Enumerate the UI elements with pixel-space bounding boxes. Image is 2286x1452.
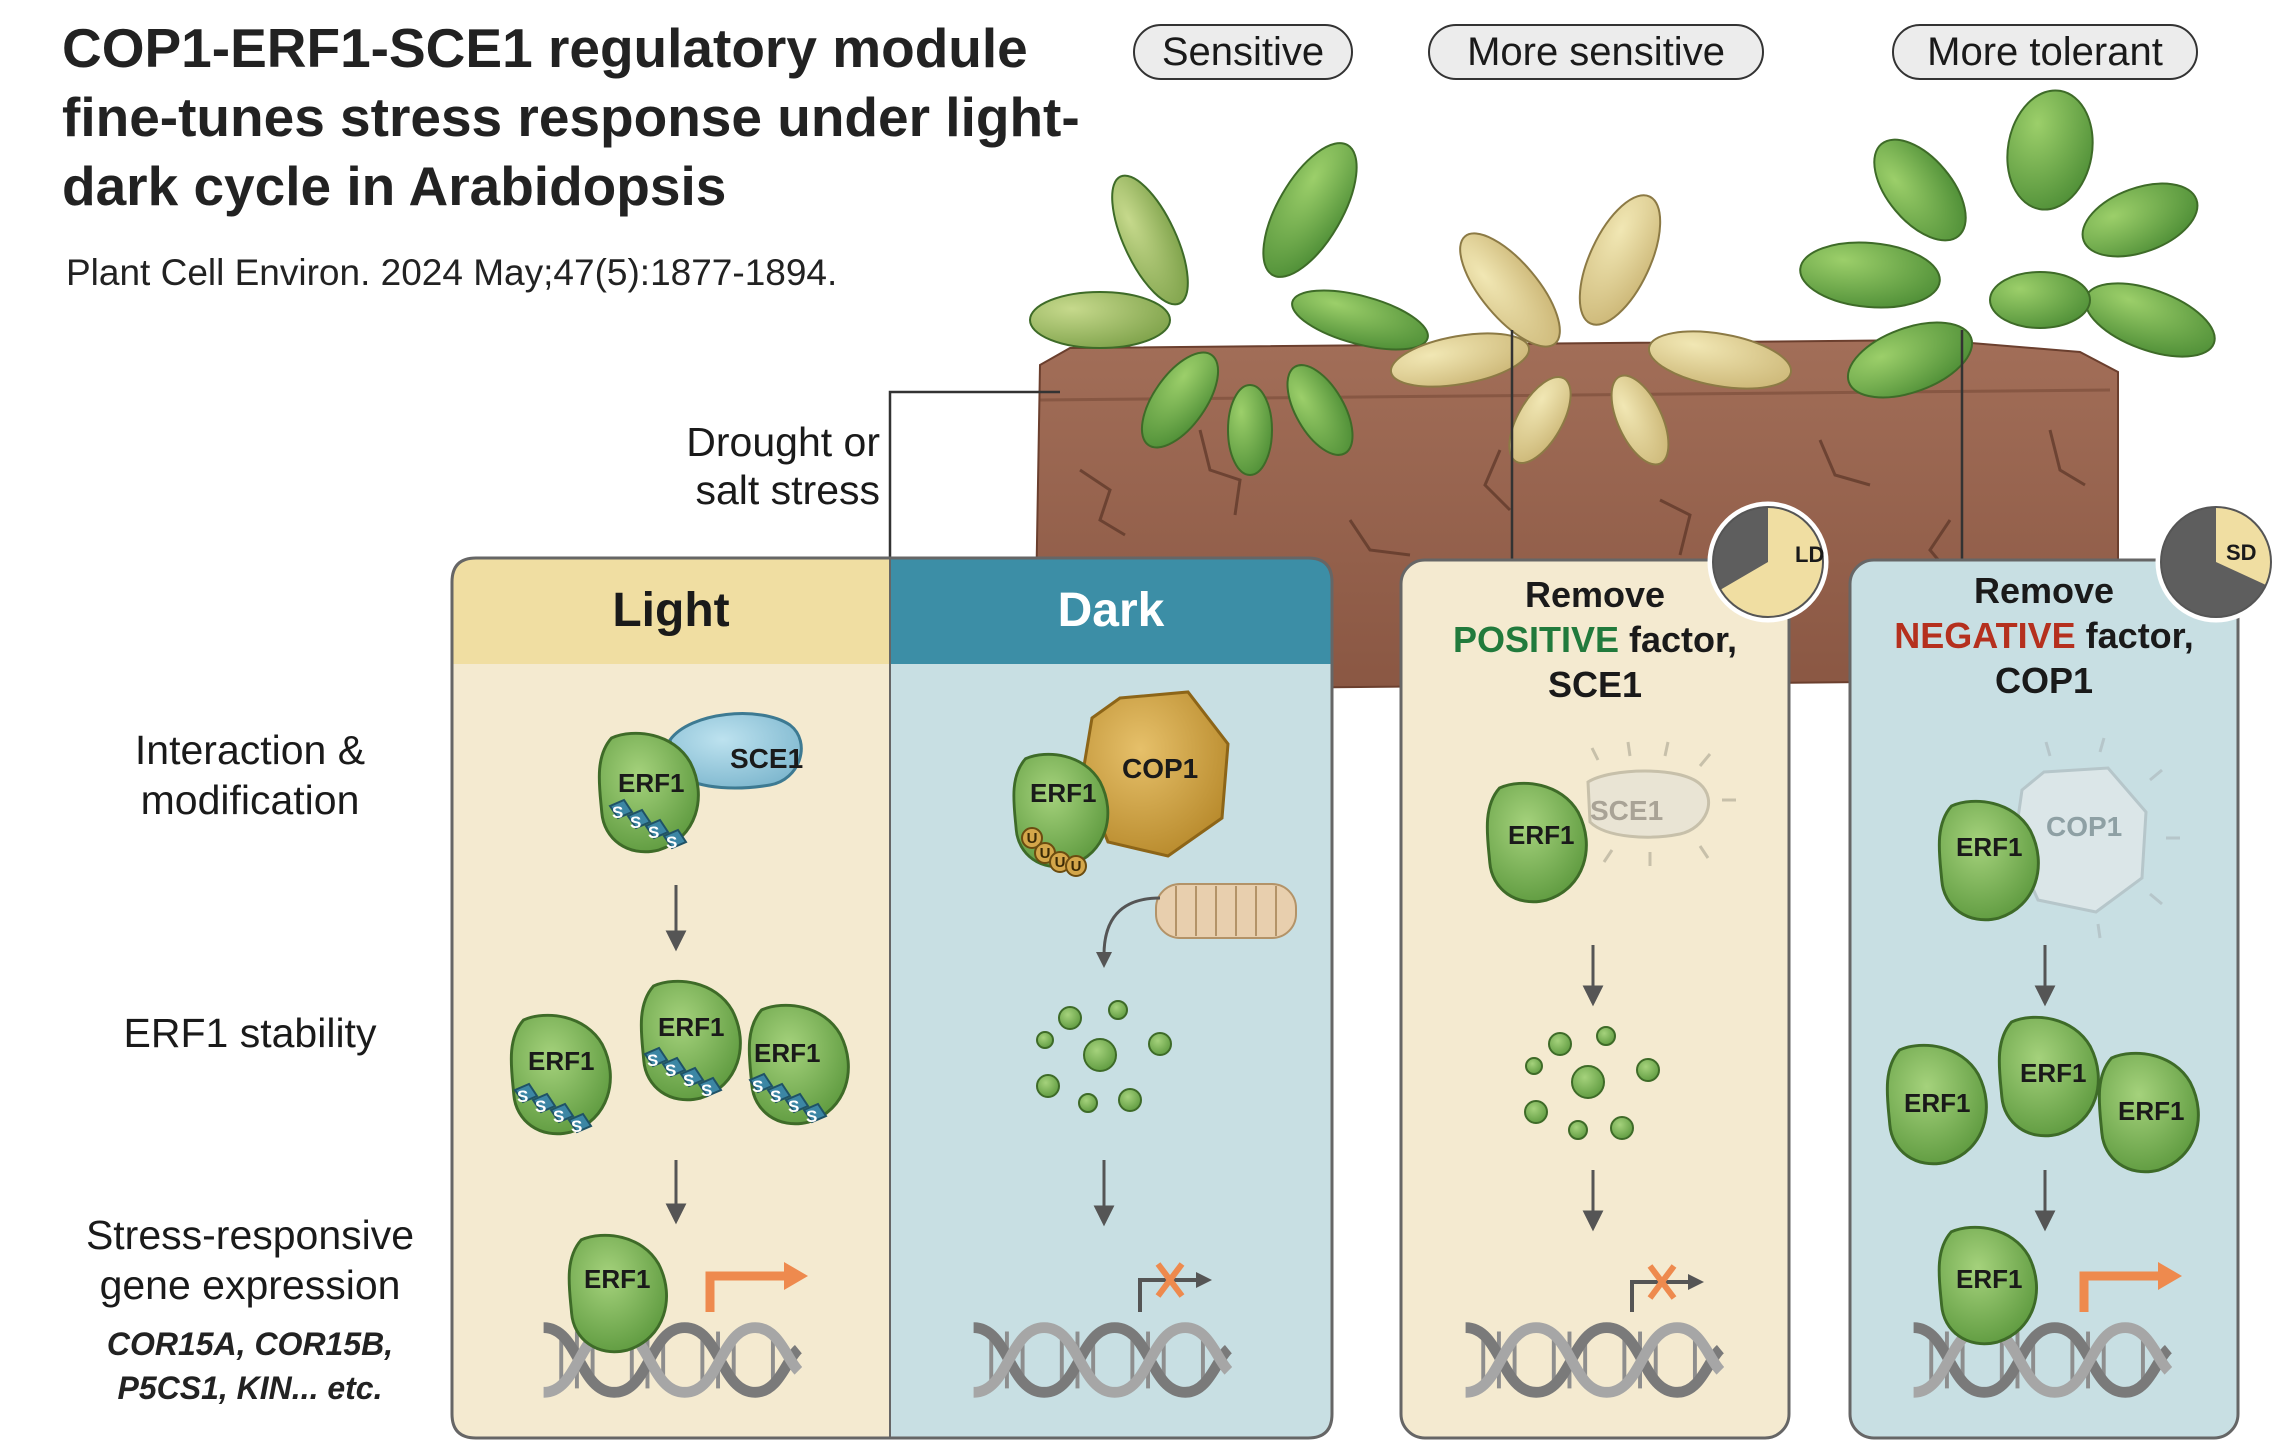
sumo-label: S [666,833,677,852]
erf1-label: ERF1 [1956,1264,2022,1294]
row-label-stability: ERF1 stability [123,1010,377,1056]
cop1-removed [2012,737,2180,939]
dark-blocked-arrow [1138,1278,1200,1312]
row-label-interaction-line2: modification [140,777,360,823]
sumo-label: S [571,1117,582,1136]
remove-cop1-line1: Remove [1973,570,2115,611]
erf1-label: ERF1 [1956,832,2022,862]
negative-label: NEGATIVE [1894,615,2076,656]
citation: Plant Cell Environ. 2024 May;47(5):1877-… [66,252,838,293]
dark-arrows [1093,1160,1115,1227]
row-label-expression: Stress-responsive gene expression [40,1210,460,1310]
light-active-transcription-arrow [705,1271,790,1312]
sumo-label: S [770,1087,781,1106]
row-label-interaction: Interaction & modification [60,725,440,825]
light-arrows [665,885,687,1225]
ubiquitin-label: U [1027,830,1038,847]
erf1-label: ERF1 [2020,1058,2086,1088]
removed-cop1-label: COP1 [2046,811,2122,842]
stress-label: Drought or salt stress [640,418,880,514]
remove-sce1-line1: Remove [1524,574,1666,615]
row-label-expression-line1: Stress-responsive [85,1212,415,1258]
sumo-label: S [648,823,659,842]
erf1-label: ERF1 [1030,778,1096,808]
sensitive-pill: Sensitive [1133,24,1353,80]
sumo-label: S [612,803,623,822]
sce1-label: SCE1 [730,743,803,774]
sumo-label: S [701,1081,712,1100]
erf1-label: ERF1 [754,1038,820,1068]
row-label-expression-line2: gene expression [99,1262,401,1308]
panel-light-title: Light [612,584,730,637]
remove-cop1-protein: COP1 [1994,660,2094,701]
sumo-label: S [535,1097,546,1116]
stress-label-line2: salt stress [695,467,880,513]
remove-sce1-block-x-icon [1647,1264,1677,1300]
ubiquitin-label: U [1055,854,1066,871]
light-stability [509,979,850,1136]
stress-label-line1: Drought or [686,419,880,465]
dark-interaction [1012,690,1230,877]
sumo-label: S [752,1077,763,1096]
sumo-label: S [788,1097,799,1116]
ubiquitin-label: U [1071,858,1082,875]
remove-cop1-active-transcription-arrow [2079,1271,2164,1312]
sumo-label: S [553,1107,564,1126]
sd-badge-label: SD [2226,540,2257,565]
cop1-label: COP1 [1122,753,1198,784]
page-title: COP1-ERF1-SCE1 regulatory module fine-tu… [62,17,1080,217]
target-genes-line1: COR15A, COR15B, [106,1326,394,1362]
remove-sce1-heading: Remove POSITIVE factor, SCE1 [1405,572,1785,707]
sumo-label: S [517,1087,528,1106]
remove-sce1-protein: SCE1 [1547,664,1643,705]
sumo-label: S [647,1051,658,1070]
dark-block-x-icon [1155,1262,1185,1298]
sensitive-plant [1029,142,1429,476]
proteasome-icon [1155,883,1297,939]
removed-sce1-label: SCE1 [1590,795,1663,826]
ld-badge-icon [1707,501,1829,623]
erf1-label: ERF1 [584,1264,650,1294]
sumo-label: S [806,1107,817,1126]
sumo-label: S [665,1061,676,1080]
panel-dark-bg [890,558,1332,1438]
ubiquitin-label: U [1040,845,1051,862]
panel-dark-title: Dark [1057,584,1165,637]
more-tolerant-pill: More tolerant [1892,24,2198,80]
erf1-label: ERF1 [1904,1088,1970,1118]
degraded-erf1-fragments [1036,1000,1172,1113]
more-tolerant-plant [1799,89,2216,399]
sumo-label: S [630,813,641,832]
erf1-label: ERF1 [528,1046,594,1076]
erf1-label: ERF1 [658,1012,724,1042]
erf1-label: ERF1 [2118,1096,2184,1126]
target-genes-line2: P5CS1, KIN... etc. [117,1370,383,1406]
ld-badge-label: LD [1795,542,1824,567]
erf1-label: ERF1 [618,768,684,798]
more-sensitive-plant [1389,194,1793,466]
remove-cop1-heading: Remove NEGATIVE factor, COP1 [1854,568,2234,703]
sumo-label: S [683,1071,694,1090]
row-label-interaction-line1: Interaction & [134,727,366,773]
sce1-removed [1586,741,1736,866]
target-genes: COR15A, COR15B, P5CS1, KIN... etc. [60,1322,440,1410]
connector-lines [888,330,1964,562]
erf1-label: ERF1 [1508,820,1574,850]
factor-label: factor, [1619,619,1738,660]
more-sensitive-pill: More sensitive [1428,24,1764,80]
factor-label: factor, [2075,615,2194,656]
sd-badge-icon [2155,501,2277,623]
light-interaction [597,712,803,854]
remove-sce1-degraded-fragments [1524,1026,1660,1140]
positive-label: POSITIVE [1452,619,1619,660]
